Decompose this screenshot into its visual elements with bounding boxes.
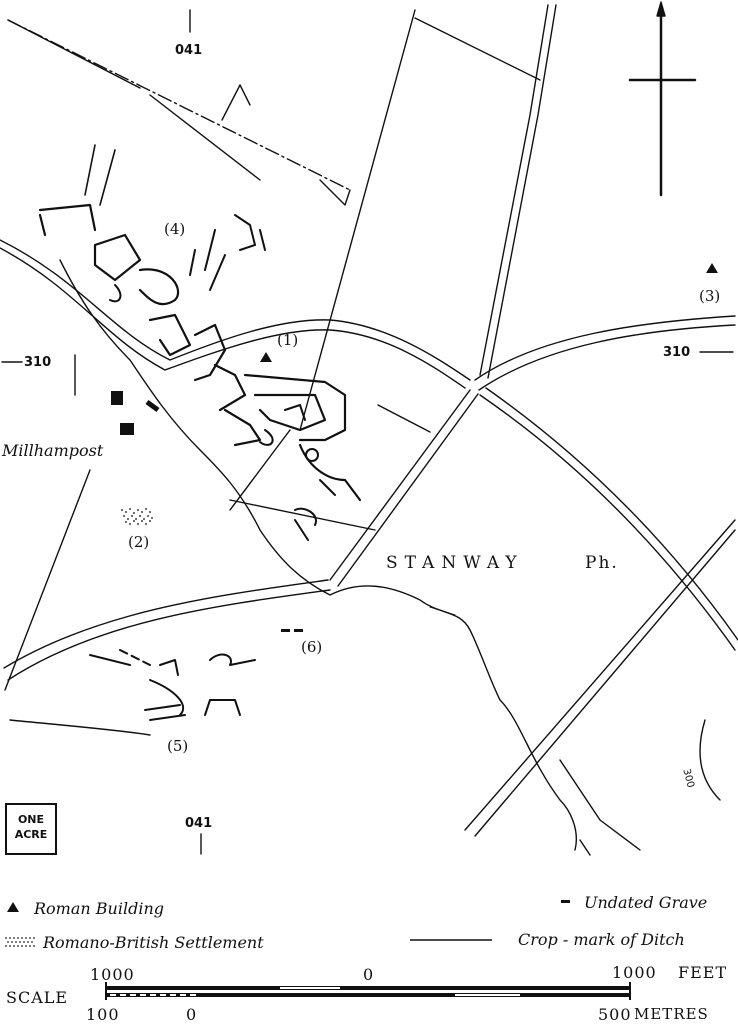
scale-feet-unit: FEET	[678, 963, 728, 982]
grid-ref-left: 310	[24, 355, 52, 370]
legend-roman-building-icon	[7, 902, 19, 912]
scale-metres-unit: METRES	[634, 1005, 709, 1023]
scale-bar	[105, 982, 631, 1000]
legend-grave-icon	[561, 900, 570, 903]
scale-metres-right: 500	[598, 1005, 632, 1024]
legend-grave: Undated Grave	[584, 893, 708, 912]
settlement-stipple	[121, 508, 153, 525]
grid-ref-bottom: 041	[185, 816, 213, 831]
grave-marker	[294, 629, 303, 632]
site-label-6: (6)	[301, 638, 323, 656]
scale-metres-left: 100	[86, 1005, 120, 1024]
grave-marker	[281, 629, 290, 632]
scale-label: SCALE	[6, 988, 69, 1007]
place-stanway: STANWAY	[386, 553, 524, 573]
acre-line-1: ONE	[17, 813, 45, 826]
grid-ref-top: 041	[175, 43, 203, 58]
roman-building-marker-1	[260, 352, 272, 362]
place-ph: Ph.	[585, 553, 619, 573]
one-acre-box: ONE ACRE	[5, 803, 57, 855]
site-label-5: (5)	[167, 737, 189, 755]
north-arrow-icon	[628, 1, 697, 197]
grid-ref-right: 310	[663, 345, 691, 360]
scale-feet-mid: 0	[363, 965, 375, 984]
scale-metres-mid: 0	[186, 1005, 198, 1024]
site-label-4: (4)	[164, 220, 186, 238]
site-label-2: (2)	[128, 533, 150, 551]
scale-feet-right: 1000	[612, 963, 657, 982]
place-millhampost: Millhampost	[2, 441, 104, 460]
legend-ditch: Crop - mark of Ditch	[518, 930, 685, 949]
scale-feet-left: 1000	[90, 965, 135, 984]
roman-building-marker-3	[706, 263, 718, 273]
acre-line-2: ACRE	[14, 828, 48, 841]
legend-roman-building: Roman Building	[34, 899, 164, 918]
site-label-3: (3)	[699, 287, 721, 305]
legend-settlement: Romano-British Settlement	[43, 933, 264, 952]
site-label-1: (1)	[277, 331, 299, 349]
legend-settlement-icon	[5, 937, 35, 947]
